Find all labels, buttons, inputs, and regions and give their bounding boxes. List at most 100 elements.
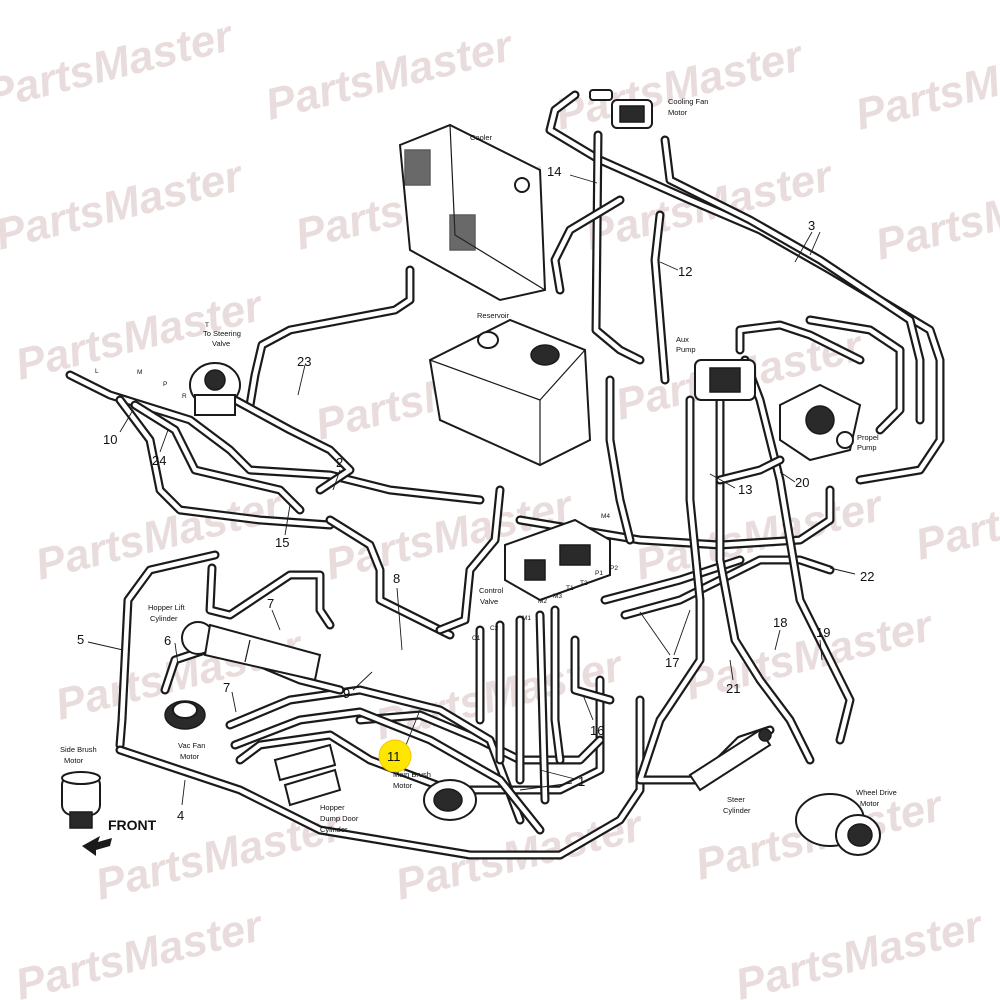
vac-fan-motor-icon (164, 700, 206, 730)
callout-18[interactable]: 18 (773, 615, 787, 630)
steer-cylinder-label: Steer (727, 795, 745, 804)
port-label: M4 (601, 513, 610, 520)
propel-pump-label: Propel (857, 433, 879, 442)
vac-fan-motor-label: Vac Fan (178, 741, 205, 750)
watermark: PartsMaster (31, 481, 290, 590)
port-label: M (137, 369, 142, 376)
control-valve-label: Control (479, 586, 504, 595)
labels-layer: Cooler Cooling Fan Motor Reservoir To St… (60, 97, 897, 834)
steering-valve-label: Valve (212, 339, 230, 348)
port-label: P (163, 381, 167, 388)
aux-pump-label: Pump (676, 345, 696, 354)
cooling-fan-motor-label: Motor (668, 108, 688, 117)
reservoir-label: Reservoir (477, 311, 510, 320)
watermark: PartsMaster (851, 31, 1000, 140)
wheel-drive-motor-label: Wheel Drive (856, 788, 897, 797)
propel-pump-icon (779, 383, 862, 462)
steering-valve-label: To Steering (203, 329, 241, 338)
port-label: C2 (490, 625, 499, 632)
callout-24[interactable]: 24 (152, 453, 166, 468)
callout-2[interactable]: 2 (336, 455, 343, 470)
callout-1[interactable]: 1 (578, 774, 585, 789)
front-arrow-icon (82, 836, 112, 856)
callout-10[interactable]: 10 (103, 432, 117, 447)
steering-valve-icon (189, 362, 241, 416)
callout-15[interactable]: 15 (275, 535, 289, 550)
side-brush-motor-icon (61, 771, 101, 829)
watermark: PartsMaster (261, 21, 520, 130)
watermark: PartsMaster (0, 151, 250, 260)
port-label: T (205, 322, 209, 329)
side-brush-motor-label: Motor (64, 756, 84, 765)
hose-layer (65, 90, 945, 860)
hopper-dump-door-cylinder-label: Dump Door (320, 814, 359, 823)
callout-5[interactable]: 5 (77, 632, 84, 647)
port-label: T2 (580, 580, 588, 587)
port-label: M1 (522, 615, 531, 622)
callout-20[interactable]: 20 (795, 475, 809, 490)
steer-cylinder-icon (688, 728, 772, 792)
components-layer (61, 89, 881, 856)
callout-4[interactable]: 4 (177, 808, 184, 823)
main-brush-motor-label: Motor (393, 781, 413, 790)
port-label: L (95, 368, 99, 375)
port-label: M3 (553, 593, 562, 600)
callout-21[interactable]: 21 (726, 681, 740, 696)
aux-pump-label: Aux (676, 335, 689, 344)
callouts-layer: 1 2 3 4 5 6 7 7 8 9 10 11 12 13 14 15 16… (77, 164, 874, 823)
callout-3[interactable]: 3 (808, 218, 815, 233)
watermark: PartsMaster (871, 161, 1000, 270)
callout-7a[interactable]: 7 (267, 596, 274, 611)
watermark: PartsMaster (551, 31, 810, 140)
hopper-dump-door-cylinder-icon (273, 743, 342, 807)
hopper-dump-door-cylinder-label: Cylinder (320, 825, 348, 834)
main-brush-motor-label: Main Brush (393, 770, 431, 779)
callout-11[interactable]: 11 (387, 749, 401, 764)
steer-cylinder-label: Cylinder (723, 806, 751, 815)
port-label: P1 (595, 570, 603, 577)
control-valve-icon (504, 518, 611, 602)
callout-17[interactable]: 17 (665, 655, 679, 670)
main-brush-motor-icon (423, 779, 477, 821)
callout-16[interactable]: 16 (590, 723, 604, 738)
wheel-drive-motor-label: Motor (860, 799, 880, 808)
watermark: PartsMaster (0, 11, 240, 120)
port-labels-layer: T P R L M C1 C2 M1 M2 M3 M4 T1 T2 P1 P2 (95, 322, 618, 642)
aux-pump-icon (694, 359, 756, 401)
hopper-lift-cylinder-label: Cylinder (150, 614, 178, 623)
port-label: T1 (566, 585, 574, 592)
callout-6[interactable]: 6 (164, 633, 171, 648)
port-label: C1 (472, 635, 481, 642)
port-label: R (182, 393, 187, 400)
cooling-fan-motor-label: Cooling Fan (668, 97, 708, 106)
callout-8[interactable]: 8 (393, 571, 400, 586)
front-label: FRONT (108, 817, 157, 833)
callout-9[interactable]: 9 (343, 686, 350, 701)
callout-12[interactable]: 12 (678, 264, 692, 279)
port-label: P2 (610, 565, 618, 572)
leaders-layer (87, 174, 856, 806)
callout-22[interactable]: 22 (860, 569, 874, 584)
watermark: PartsMaster (11, 901, 270, 1000)
hopper-lift-cylinder-label: Hopper Lift (148, 603, 186, 612)
propel-pump-label: Pump (857, 443, 877, 452)
watermark: PartsMaster (731, 901, 990, 1000)
callout-14[interactable]: 14 (547, 164, 561, 179)
hopper-dump-door-cylinder-label: Hopper (320, 803, 345, 812)
cooler-label: Cooler (470, 133, 493, 142)
vac-fan-motor-label: Motor (180, 752, 200, 761)
callout-19[interactable]: 19 (816, 625, 830, 640)
callout-7b[interactable]: 7 (223, 680, 230, 695)
cooling-fan-motor-icon (589, 89, 653, 129)
callout-23[interactable]: 23 (297, 354, 311, 369)
watermark: PartsMaster (911, 461, 1000, 570)
side-brush-motor-label: Side Brush (60, 745, 97, 754)
highlight-marker[interactable] (378, 739, 412, 773)
wheel-drive-motor-icon (795, 793, 881, 856)
reservoir-icon (428, 318, 592, 467)
callout-13[interactable]: 13 (738, 482, 752, 497)
cooler-icon (398, 123, 547, 302)
hopper-lift-cylinder-icon (181, 621, 322, 682)
